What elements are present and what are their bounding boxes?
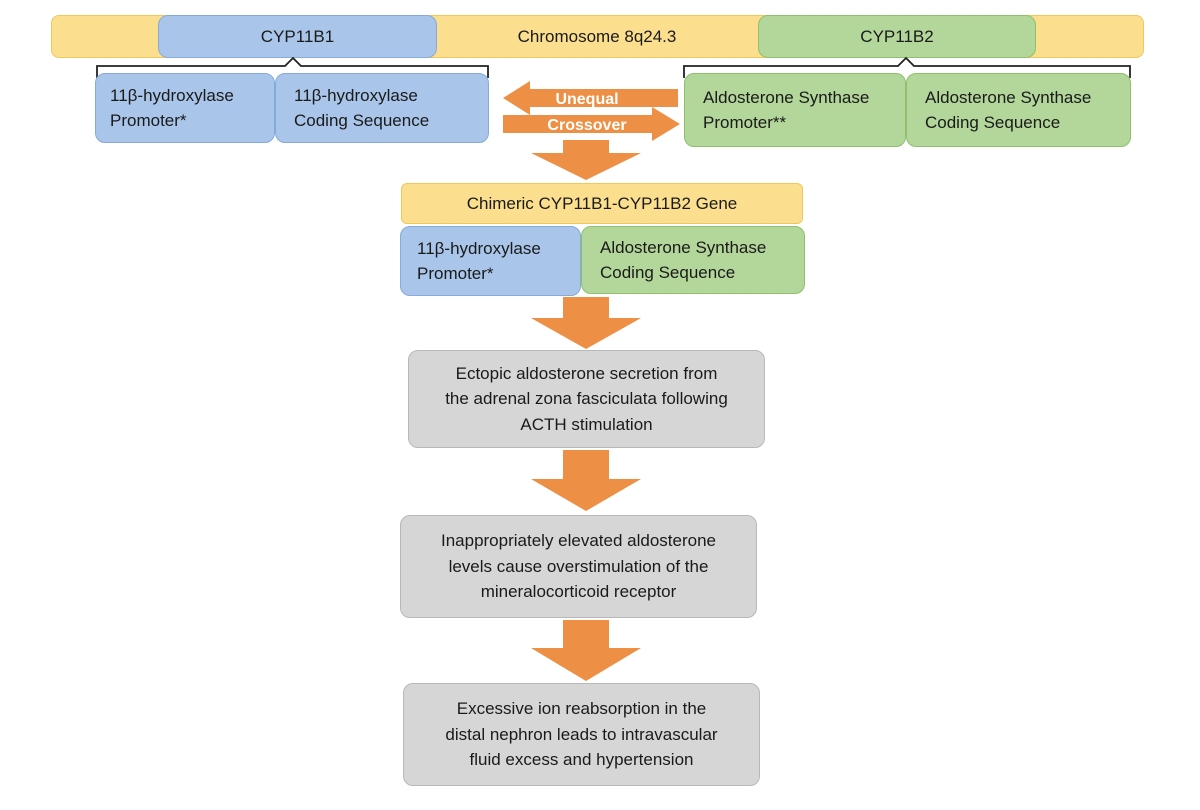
brace-cyp11b2 — [683, 56, 1131, 78]
chimeric-promoter: 11β-hydroxylase Promoter* — [400, 226, 581, 296]
step-hypertension: Excessive ion reabsorption in the distal… — [403, 683, 760, 786]
gene-cyp11b1: CYP11B1 — [158, 15, 437, 58]
cyp11b1-coding-sequence: 11β-hydroxylase Coding Sequence — [275, 73, 489, 143]
down-arrow-2 — [531, 297, 641, 349]
down-arrow-3 — [531, 450, 641, 511]
crossover-arrow-right — [503, 107, 680, 141]
step-ectopic-secretion: Ectopic aldosterone secretion from the a… — [408, 350, 765, 448]
gene-cyp11b2: CYP11B2 — [758, 15, 1036, 58]
cyp11b2-coding-sequence: Aldosterone Synthase Coding Sequence — [906, 73, 1131, 147]
cyp11b1-promoter: 11β-hydroxylase Promoter* — [95, 73, 275, 143]
down-arrow-1 — [531, 140, 641, 180]
chromosome-label: Chromosome 8q24.3 — [517, 26, 677, 46]
chimeric-gene-title: Chimeric CYP11B1-CYP11B2 Gene — [401, 183, 803, 224]
brace-cyp11b1 — [96, 56, 489, 78]
chimeric-coding-sequence: Aldosterone Synthase Coding Sequence — [581, 226, 805, 294]
crossover-label-2: Crossover — [547, 117, 626, 134]
step-elevated-aldosterone: Inappropriately elevated aldosterone lev… — [400, 515, 757, 618]
down-arrow-4 — [531, 620, 641, 681]
crossover-arrow-left — [503, 81, 678, 115]
cyp11b2-promoter: Aldosterone Synthase Promoter** — [684, 73, 906, 147]
crossover-label-1: Unequal — [555, 91, 618, 108]
